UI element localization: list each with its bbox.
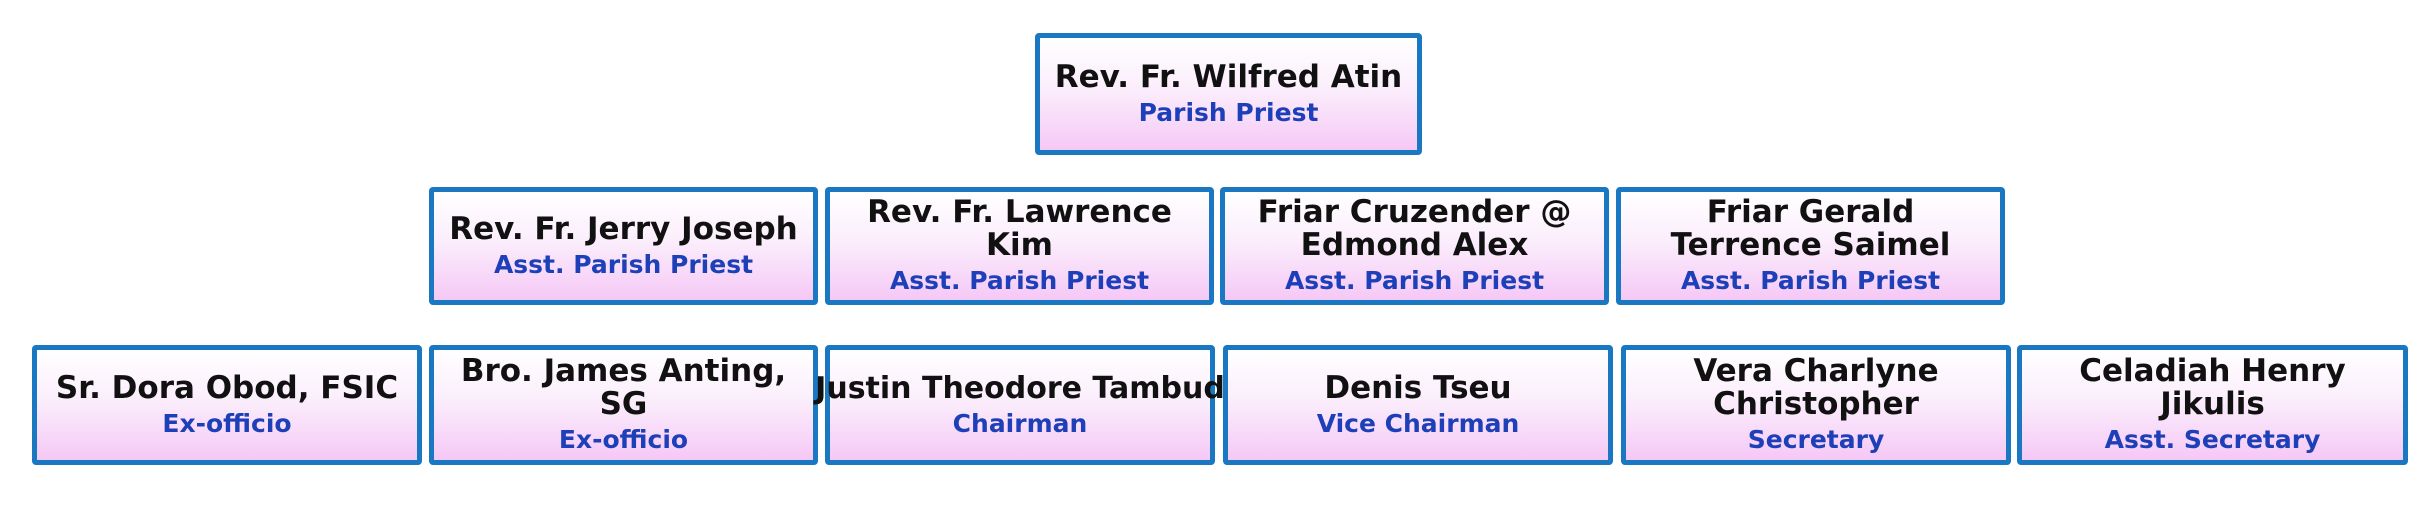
node-name: Justin Theodore Tambud [815,370,1225,406]
node-role: Asst. Parish Priest [889,266,1150,295]
node-role: Ex-officio [558,425,689,454]
node-role: Asst. Secretary [2104,425,2321,454]
node-name: Denis Tseu [1324,369,1512,406]
node-ex-officio-2: Bro. James Anting, SG Ex-officio [429,345,818,465]
node-role: Parish Priest [1138,97,1319,127]
node-name: Sr. Dora Obod, FSIC [55,369,399,406]
node-parish-priest: Rev. Fr. Wilfred Atin Parish Priest [1035,33,1422,155]
node-role: Asst. Parish Priest [493,249,754,279]
node-asst-parish-priest-2: Rev. Fr. Lawrence Kim Asst. Parish Pries… [825,187,1214,305]
node-chairman: Justin Theodore Tambud Chairman [815,345,1225,465]
node-role: Ex-officio [162,408,292,438]
node-asst-secretary: Celadiah Henry Jikulis Asst. Secretary [2017,345,2408,465]
node-role: Secretary [1747,425,1885,454]
node-vice-chairman: Denis Tseu Vice Chairman [1223,345,1613,465]
node-asst-parish-priest-4: Friar Gerald Terrence Saimel Asst. Paris… [1616,187,2005,305]
node-name: Bro. James Anting, SG [460,353,787,422]
node-name: Rev. Fr. Jerry Joseph [449,210,798,247]
node-name: Celadiah Henry Jikulis [2079,353,2346,422]
node-role: Chairman [952,408,1088,438]
node-role: Vice Chairman [1316,408,1520,438]
node-name: Rev. Fr. Wilfred Atin [1054,58,1403,95]
node-name: Friar Cruzender @ Edmond Alex [1257,194,1572,263]
node-asst-parish-priest-1: Rev. Fr. Jerry Joseph Asst. Parish Pries… [429,187,818,305]
node-secretary: Vera Charlyne Christopher Secretary [1621,345,2011,465]
node-name: Friar Gerald Terrence Saimel [1670,194,1951,263]
node-name: Vera Charlyne Christopher [1693,353,1939,422]
node-asst-parish-priest-3: Friar Cruzender @ Edmond Alex Asst. Pari… [1220,187,1609,305]
node-role: Asst. Parish Priest [1680,266,1941,295]
node-role: Asst. Parish Priest [1284,266,1545,295]
node-name: Rev. Fr. Lawrence Kim [867,194,1172,263]
node-ex-officio-1: Sr. Dora Obod, FSIC Ex-officio [32,345,422,465]
